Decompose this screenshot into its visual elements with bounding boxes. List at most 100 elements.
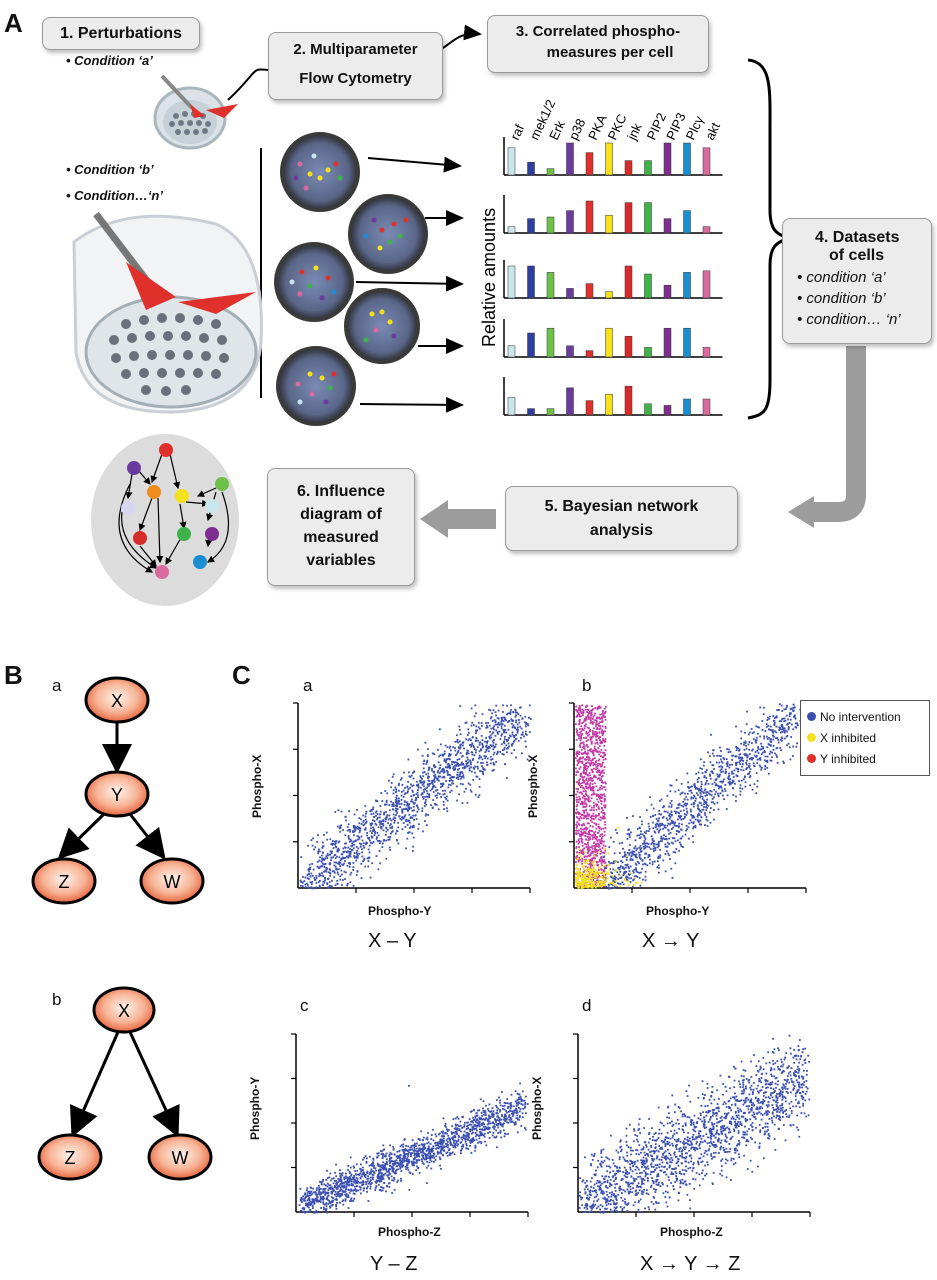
scatter-point	[437, 771, 439, 774]
scatter-point	[445, 798, 448, 800]
scatter-point	[582, 853, 585, 856]
scatter-point	[454, 767, 457, 770]
scatter-point	[512, 1105, 515, 1108]
scatter-point	[696, 781, 699, 783]
scatter-point	[419, 1149, 422, 1152]
scatter-point	[783, 762, 785, 764]
scatter-point	[481, 739, 484, 741]
scatter-point	[456, 1123, 459, 1126]
scatter-point	[495, 1099, 498, 1102]
scatter-point	[648, 828, 651, 830]
scatter-point	[635, 849, 638, 852]
scatter-point	[322, 1178, 324, 1181]
scatter-point	[727, 776, 730, 778]
scatter-point	[447, 1134, 450, 1137]
box-datasets: 4. Datasets of cells • condition ‘a’ • c…	[782, 218, 932, 344]
scatter-point	[580, 840, 583, 843]
scatter-point	[678, 830, 680, 833]
scatter-point	[575, 793, 578, 796]
scatter-point	[579, 786, 582, 788]
scatter-point	[599, 786, 602, 789]
scatter-point	[598, 797, 601, 800]
scatter-point	[374, 830, 377, 833]
scatter-point	[362, 860, 364, 863]
scatter-point	[462, 776, 465, 779]
scatter-point	[451, 761, 453, 763]
scatter-point	[324, 1187, 327, 1190]
scatter-point	[355, 1189, 358, 1192]
scatter-point	[312, 868, 315, 871]
scatter-point	[598, 875, 600, 878]
scatter-point	[355, 1182, 357, 1185]
scatter-point	[775, 737, 777, 740]
scatter-point	[466, 749, 469, 752]
scatter-point	[785, 735, 788, 738]
scatter-point	[365, 841, 368, 844]
scatter-point	[428, 766, 431, 769]
scatter-point	[357, 1173, 360, 1176]
scatter-point	[381, 1167, 384, 1170]
scatter-point	[698, 788, 701, 791]
scatter-point	[360, 843, 363, 846]
scatter-point	[432, 1147, 435, 1150]
scatter-point	[578, 715, 581, 718]
scatter-point	[615, 876, 617, 879]
scatter-point	[584, 764, 586, 767]
scatter-point	[353, 1166, 356, 1169]
scatter-point	[576, 798, 579, 801]
scatter-point	[703, 775, 706, 777]
scatter-point	[411, 809, 414, 812]
scatter-point	[592, 757, 594, 760]
scatter-point	[335, 1195, 338, 1198]
scatter-point	[439, 786, 442, 788]
scatter-point	[410, 800, 412, 803]
scatter-point	[356, 856, 359, 859]
scatter-point	[592, 718, 594, 720]
scatter-point	[578, 784, 581, 787]
scatter-point	[601, 771, 603, 774]
scatter-point	[347, 823, 350, 826]
scatter-point	[382, 1166, 385, 1169]
scatter-point	[683, 798, 686, 801]
scatter-point	[665, 817, 668, 820]
scatter-point	[478, 757, 480, 760]
scatter-point	[583, 831, 586, 833]
scatter-point	[767, 743, 770, 745]
scatter-point	[327, 877, 330, 880]
scatter-point	[375, 855, 378, 857]
scatter-point	[705, 816, 708, 818]
scatter-point	[360, 1163, 362, 1166]
scatter-point	[356, 809, 358, 811]
scatter-point	[588, 859, 591, 861]
scatter-point	[614, 881, 616, 883]
scatter-point	[376, 839, 379, 842]
scatter-point	[463, 1121, 466, 1124]
scatter-point	[745, 753, 747, 756]
scatter-point	[344, 834, 347, 837]
scatter-point	[344, 857, 347, 859]
scatter-point	[580, 734, 583, 737]
scatter-point	[680, 782, 683, 785]
scatter-point	[603, 799, 606, 802]
scatter-point	[622, 874, 625, 877]
scatter-point	[509, 713, 512, 715]
scatter-point	[491, 720, 494, 722]
scatter-point	[519, 1082, 522, 1085]
scatter-point	[717, 787, 720, 790]
scatter-point	[769, 759, 772, 762]
scatter-point	[757, 732, 759, 735]
scatter-point	[516, 1117, 519, 1120]
scatter-point	[385, 857, 388, 860]
scatter-point	[408, 775, 411, 778]
scatter-point	[677, 803, 680, 806]
scatter-point	[645, 830, 648, 832]
scatter-point	[446, 758, 448, 760]
scatter-point	[349, 862, 351, 864]
scatter-point	[716, 775, 719, 778]
scatter-point	[753, 783, 756, 786]
scatter-point	[426, 761, 428, 764]
scatter-point	[457, 1139, 460, 1142]
scatter-point	[433, 778, 436, 781]
scatter-point	[408, 813, 411, 816]
scatter-point	[442, 793, 445, 796]
